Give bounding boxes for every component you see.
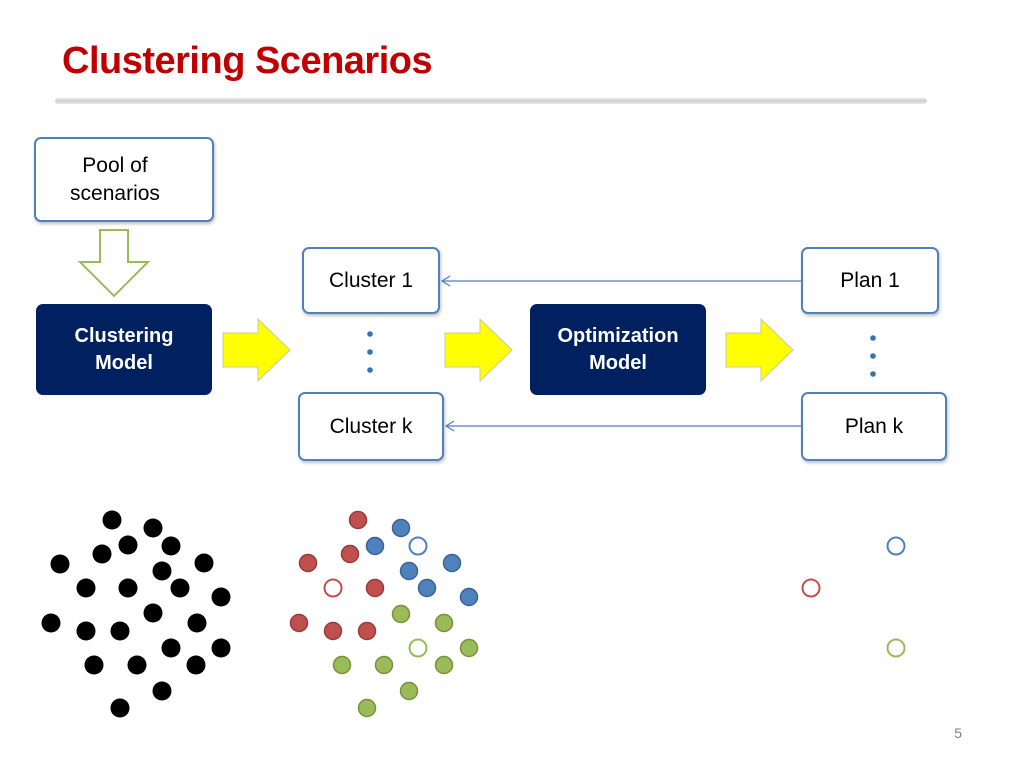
cluster-k-label: Cluster k — [329, 414, 413, 438]
pool-of-scenarios-label: Pool of scenarios — [70, 153, 160, 205]
plan-k-box: Plan k — [801, 392, 947, 461]
scenario-points — [41, 510, 231, 718]
representative-points — [801, 536, 906, 658]
down-arrow-icon — [77, 229, 151, 298]
right-arrow-icon — [444, 317, 513, 383]
green-cluster-points — [332, 604, 479, 718]
cluster-k-box: Cluster k — [298, 392, 444, 461]
plan-k-to-cluster-k-connector — [444, 420, 801, 432]
right-arrow-icon — [725, 317, 794, 383]
page-number: 5 — [954, 725, 962, 741]
optimization-model-box: Optimization Model — [530, 304, 706, 395]
cluster-1-box: Cluster 1 — [302, 247, 440, 314]
vertical-ellipsis-icon — [367, 331, 373, 373]
plan-1-label: Plan 1 — [840, 268, 900, 292]
optimization-model-label: Optimization Model — [557, 324, 679, 374]
blue-cluster-points — [365, 518, 479, 607]
red-cluster-points — [289, 510, 385, 641]
plan-1-to-cluster-1-connector — [440, 275, 801, 287]
slide-title: Clustering Scenarios — [62, 40, 433, 82]
cluster-1-label: Cluster 1 — [328, 268, 414, 292]
clustering-model-label: Clustering Model — [74, 324, 174, 374]
title-underline — [55, 98, 927, 104]
right-arrow-icon — [222, 317, 291, 383]
clustering-model-box: Clustering Model — [36, 304, 212, 395]
plan-1-box: Plan 1 — [801, 247, 939, 314]
plan-k-label: Plan k — [844, 414, 904, 438]
pool-of-scenarios-box: Pool of scenarios — [34, 137, 214, 222]
vertical-ellipsis-icon — [870, 335, 876, 377]
